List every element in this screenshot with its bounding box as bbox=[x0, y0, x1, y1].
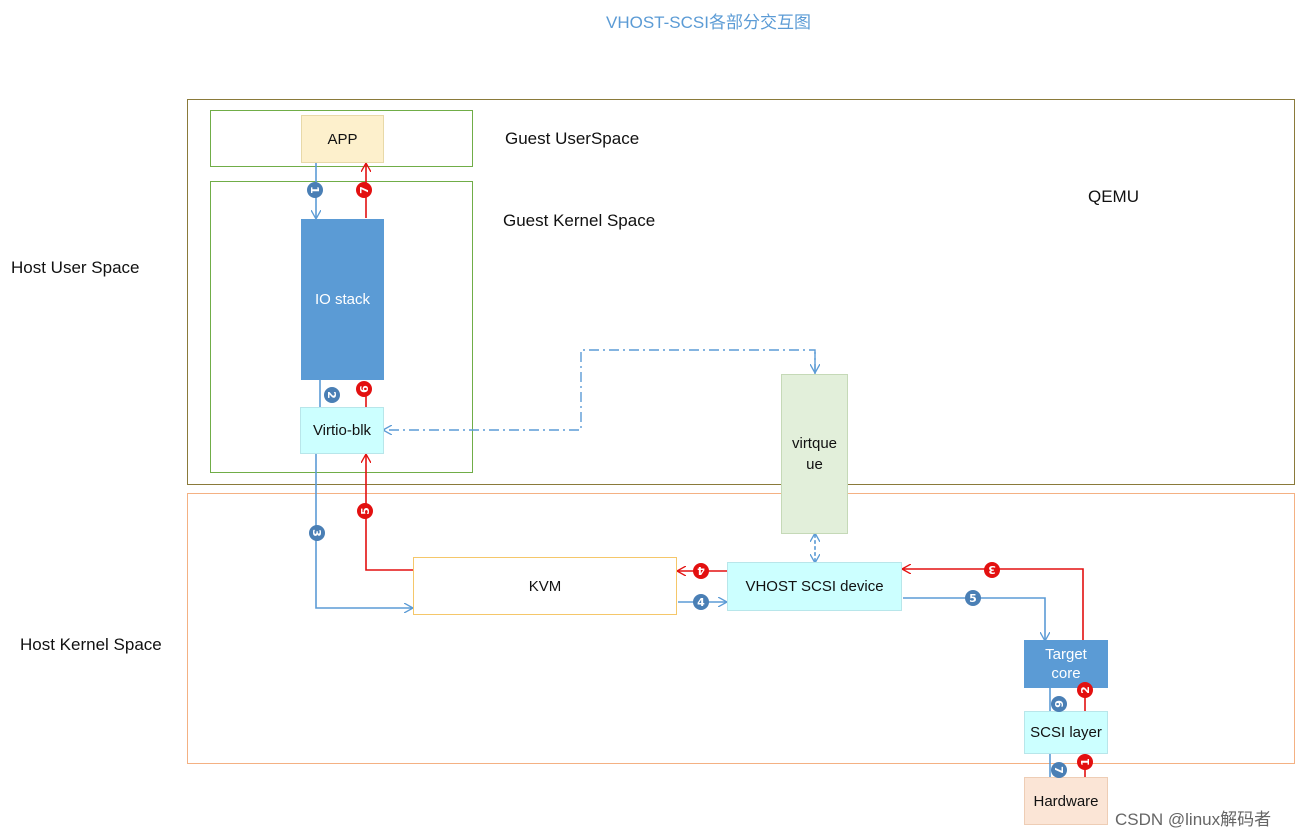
virtqueue-label-line1: virtque bbox=[791, 435, 838, 452]
target-core-label-line1: Target bbox=[1045, 646, 1087, 663]
step-badge-blue-5: 5 bbox=[965, 590, 981, 606]
step-badge-blue-3: 3 bbox=[309, 525, 325, 541]
arrow-vhost-to-target bbox=[903, 597, 1045, 640]
virtqueue-label-line2: ue bbox=[806, 456, 823, 473]
host-kernel-region bbox=[187, 493, 1295, 764]
guest-user-space-label: Guest UserSpace bbox=[505, 129, 640, 148]
guest-user-region bbox=[210, 110, 473, 167]
step-badge-red-5: 5 bbox=[357, 503, 373, 519]
host-user-space-label: Host User Space bbox=[11, 258, 140, 277]
virtio-blk-block: Virtio-blk bbox=[300, 407, 384, 454]
guest-kernel-region bbox=[210, 181, 473, 473]
vhost-scsi-device-block: VHOST SCSI device bbox=[727, 562, 902, 611]
hardware-block: Hardware bbox=[1024, 777, 1108, 825]
arrow-kvm-to-virtio bbox=[366, 455, 413, 571]
diagram-title: VHOST-SCSI各部分交互图 bbox=[606, 13, 811, 32]
step-badge-red-1: 1 bbox=[1077, 754, 1093, 770]
guest-kernel-space-label: Guest Kernel Space bbox=[503, 211, 656, 230]
host-kernel-space-label: Host Kernel Space bbox=[20, 635, 162, 654]
step-badge-blue-1: 1 bbox=[307, 182, 323, 198]
io-stack-block: IO stack bbox=[301, 219, 384, 380]
target-core-label-line2: core bbox=[1051, 665, 1081, 682]
arrow-virtio-to-kvm bbox=[315, 453, 412, 608]
step-badge-red-4: 4 bbox=[693, 563, 709, 579]
step-badge-red-2: 2 bbox=[1077, 682, 1093, 698]
step-badge-red-7: 7 bbox=[356, 182, 372, 198]
target-core-block: Target core bbox=[1024, 640, 1108, 688]
step-badge-blue-2: 2 bbox=[324, 387, 340, 403]
virtqueue-block: virtque ue bbox=[781, 374, 848, 534]
arrow-virtqueue-link bbox=[384, 349, 816, 430]
step-badge-red-3: 3 bbox=[984, 562, 1000, 578]
watermark: CSDN @linux解码者 bbox=[1115, 810, 1272, 829]
qemu-label: QEMU bbox=[1088, 187, 1139, 206]
kvm-block: KVM bbox=[413, 557, 677, 615]
app-block: APP bbox=[301, 115, 384, 163]
qemu-region bbox=[187, 99, 1295, 485]
step-badge-blue-4: 4 bbox=[693, 594, 709, 610]
step-badge-blue-6: 6 bbox=[1051, 696, 1067, 712]
scsi-layer-block: SCSI layer bbox=[1024, 711, 1108, 754]
step-badge-blue-7: 7 bbox=[1051, 762, 1067, 778]
arrow-target-to-vhost bbox=[903, 569, 1084, 640]
step-badge-red-6: 6 bbox=[356, 381, 372, 397]
